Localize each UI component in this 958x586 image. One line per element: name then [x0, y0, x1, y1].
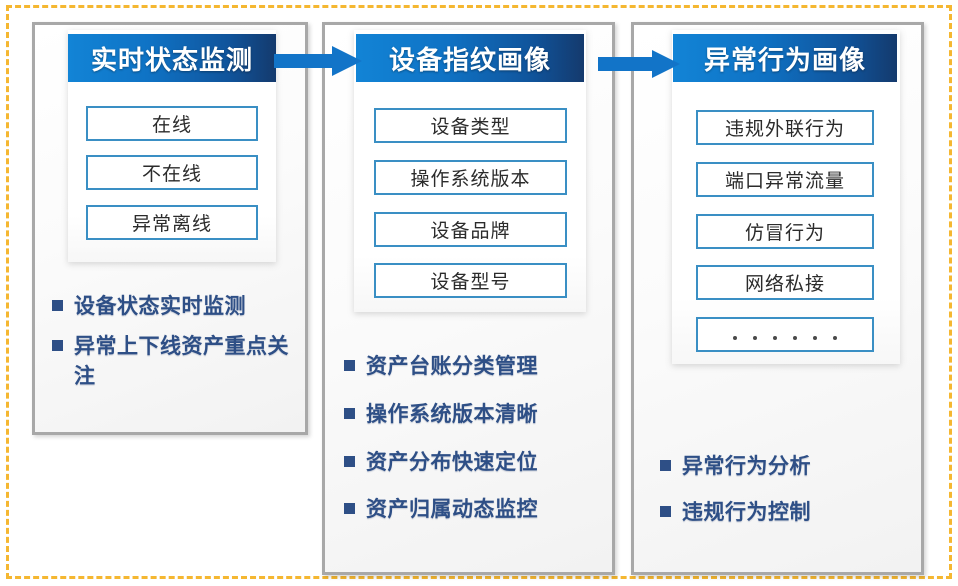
bullet-text: 资产分布快速定位 — [366, 449, 538, 474]
bullet-text: 违规行为控制 — [682, 499, 811, 524]
arrow-col1-to-col2-icon — [274, 46, 362, 76]
item-box-offline[interactable]: 不在线 — [86, 155, 258, 190]
square-bullet-icon — [52, 300, 63, 311]
bullet-item: 违规行为控制 — [660, 498, 925, 528]
item-box-device-type[interactable]: 设备类型 — [374, 108, 567, 143]
bullet-item: 异常行为分析 — [660, 452, 925, 482]
item-box-private-network-connection[interactable]: 网络私接 — [696, 265, 874, 300]
item-box-illegal-external-connection[interactable]: 违规外联行为 — [696, 110, 874, 145]
bullet-text: 异常上下线资产重点关注 — [74, 333, 289, 388]
header-device-fingerprint-profile: 设备指纹画像 — [356, 34, 584, 82]
bullet-item: 资产归属动态监控 — [344, 495, 614, 525]
bullet-list-device-fingerprint-profile: 资产台账分类管理 操作系统版本清晰 资产分布快速定位 资产归属动态监控 — [344, 352, 614, 543]
bullet-item: 设备状态实时监测 — [52, 292, 302, 322]
bullet-item: 资产分布快速定位 — [344, 448, 614, 478]
item-box-abnormal-offline[interactable]: 异常离线 — [86, 205, 258, 240]
bullet-text: 操作系统版本清晰 — [366, 401, 538, 426]
item-box-device-brand[interactable]: 设备品牌 — [374, 212, 567, 247]
bullet-text: 资产归属动态监控 — [366, 497, 538, 522]
square-bullet-icon — [52, 339, 63, 351]
bullet-list-realtime-status-monitoring: 设备状态实时监测 异常上下线资产重点关注 — [52, 292, 302, 401]
card-abnormal-behavior-profile — [672, 30, 900, 364]
square-bullet-icon — [344, 455, 355, 467]
item-box-device-model[interactable]: 设备型号 — [374, 263, 567, 298]
header-abnormal-behavior-profile: 异常行为画像 — [673, 34, 897, 82]
square-bullet-icon — [344, 360, 355, 371]
square-bullet-icon — [344, 407, 355, 419]
bullet-item: 资产台账分类管理 — [344, 352, 614, 382]
bullet-item: 操作系统版本清晰 — [344, 400, 614, 430]
item-box-counterfeit-behavior[interactable]: 仿冒行为 — [696, 214, 874, 249]
arrow-col2-to-col3-icon — [598, 50, 680, 78]
item-box-more-ellipsis[interactable] — [696, 317, 874, 352]
square-bullet-icon — [660, 505, 671, 517]
item-box-online[interactable]: 在线 — [86, 106, 258, 141]
bullet-text: 异常行为分析 — [682, 454, 811, 478]
item-box-os-version[interactable]: 操作系统版本 — [374, 160, 567, 195]
bullet-list-abnormal-behavior-profile: 异常行为分析 违规行为控制 — [660, 452, 925, 544]
square-bullet-icon — [660, 460, 671, 471]
square-bullet-icon — [344, 503, 355, 515]
bullet-item: 异常上下线资产重点关注 — [52, 332, 302, 392]
bullet-text: 设备状态实时监测 — [74, 294, 246, 318]
item-box-port-abnormal-traffic[interactable]: 端口异常流量 — [696, 162, 874, 197]
header-realtime-status-monitoring: 实时状态监测 — [68, 34, 276, 82]
ellipsis-dots-icon — [733, 336, 837, 340]
bullet-text: 资产台账分类管理 — [366, 354, 538, 378]
